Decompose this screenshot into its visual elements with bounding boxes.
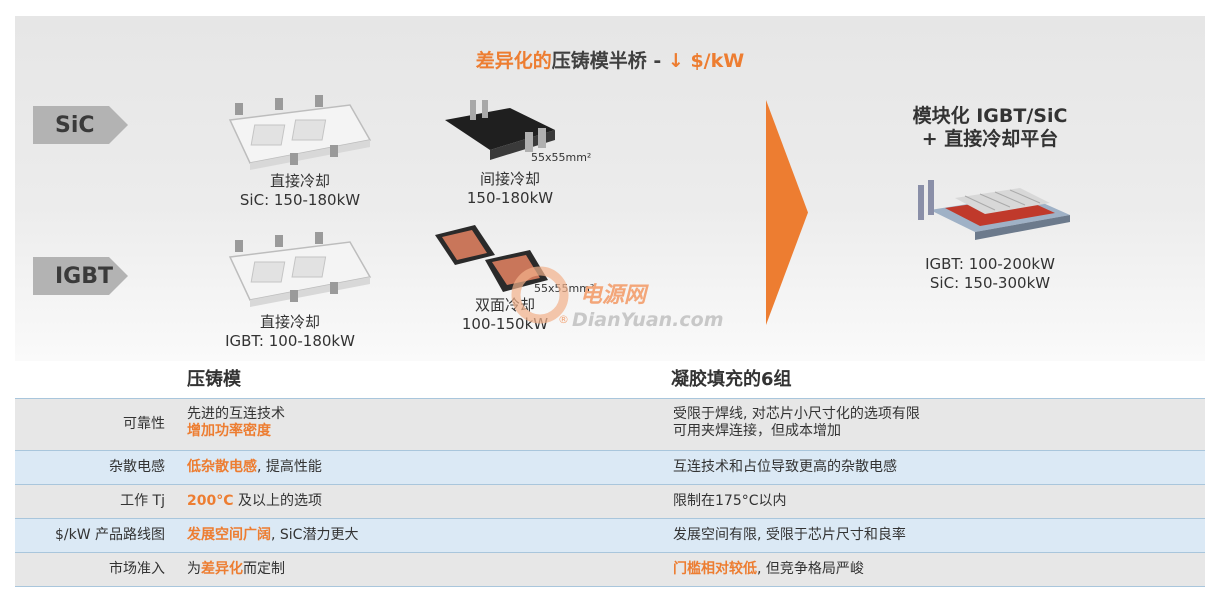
comparison-table: 可靠性 先进的互连技术 增加功率密度 受限于焊线, 对芯片小尺寸化的选项有限 可… xyxy=(15,398,1205,587)
platform-title-line1: 模块化 IGBT/SiC xyxy=(912,105,1068,127)
platform-title: 模块化 IGBT/SiC + 直接冷却平台 xyxy=(895,105,1085,151)
table-row-tj: 工作 Tj 200°C 及以上的选项 限制在175°C以内 xyxy=(15,484,1205,518)
column-head-gel-filled: 凝胶填充的6组 xyxy=(671,369,792,390)
row-cell-die-cast: 低杂散电感, 提高性能 xyxy=(187,459,322,476)
igbt-chevron: IGBT xyxy=(33,257,128,295)
cell-text: , 但竞争格局严峻 xyxy=(757,561,864,577)
modular-platform-image xyxy=(918,180,1070,240)
row-label: 可靠性 xyxy=(123,416,165,432)
top-panel: 差异化的压铸模半桥 - ↓ $/kW xyxy=(15,16,1205,361)
igbt-direct-cooling-module-image xyxy=(228,232,372,307)
platform-caption-line2: SiC: 150-300kW xyxy=(929,274,1051,292)
indirect-size-label: 55x55mm² xyxy=(531,151,592,164)
igbt-direct-caption-line2: IGBT: 100-180kW xyxy=(225,332,355,350)
table-row-stray-inductance: 杂散电感 低杂散电感, 提高性能 互连技术和占位导致更高的杂散电感 xyxy=(15,450,1205,484)
cell-text: 而定制 xyxy=(243,561,285,577)
row-cell-gel: 门槛相对较低, 但竞争格局严峻 xyxy=(673,561,864,578)
platform-caption-line1: IGBT: 100-200kW xyxy=(925,255,1055,273)
cell-highlight: 发展空间广阔 xyxy=(187,527,271,543)
row-cell-die-cast: 发展空间广阔, SiC潜力更大 xyxy=(187,527,358,544)
cell-text: , SiC潜力更大 xyxy=(271,527,359,543)
cell-text: 为 xyxy=(187,561,201,577)
indirect-caption-line1: 间接冷却 xyxy=(479,170,540,188)
cell-highlight: 低杂散电感 xyxy=(187,459,257,475)
row-cell-die-cast: 先进的互连技术 增加功率密度 xyxy=(187,406,285,440)
igbt-direct-caption: 直接冷却 IGBT: 100-180kW xyxy=(215,313,365,351)
row-cell-die-cast: 200°C 及以上的选项 xyxy=(187,493,322,510)
cell-highlight: 门槛相对较低 xyxy=(673,561,757,577)
column-head-die-cast: 压铸模 xyxy=(187,369,241,390)
cell-text: 可用夹焊连接，但成本增加 xyxy=(673,423,841,439)
sic-direct-caption-line2: SiC: 150-180kW xyxy=(239,191,361,209)
platform-title-line2: + 直接冷却平台 xyxy=(921,128,1059,150)
table-row-market-access: 市场准入 为差异化而定制 门槛相对较低, 但竞争格局严峻 xyxy=(15,552,1205,587)
igbt-chevron-label: IGBT xyxy=(55,263,114,289)
row-label: $/kW 产品路线图 xyxy=(54,527,165,543)
sic-direct-caption-line1: 直接冷却 xyxy=(269,172,330,190)
indirect-caption: 间接冷却 150-180kW xyxy=(455,170,565,208)
indirect-caption-line2: 150-180kW xyxy=(466,189,554,207)
watermark-logo-icon xyxy=(511,266,569,324)
row-label: 市场准入 xyxy=(109,561,165,577)
cell-text: , 提高性能 xyxy=(257,459,322,475)
title-highlight: 差异化的 xyxy=(475,50,552,72)
row-label: 工作 Tj xyxy=(120,493,165,509)
sic-direct-caption: 直接冷却 SiC: 150-180kW xyxy=(225,172,375,210)
cell-highlight: 增加功率密度 xyxy=(187,423,271,439)
row-cell-gel: 受限于焊线, 对芯片小尺寸化的选项有限 可用夹焊连接，但成本增加 xyxy=(673,406,920,440)
sic-chevron: SiC xyxy=(33,106,128,144)
cell-highlight: 差异化 xyxy=(201,561,243,577)
title-main: 压铸模半桥 - xyxy=(551,50,668,72)
watermark-reg: ® xyxy=(558,313,569,326)
platform-caption: IGBT: 100-200kW SiC: 150-300kW xyxy=(910,255,1070,293)
cell-text: 先进的互连技术 xyxy=(187,406,285,422)
row-cell-gel: 互连技术和占位导致更高的杂散电感 xyxy=(673,459,897,475)
row-cell-die-cast: 为差异化而定制 xyxy=(187,561,285,578)
sic-chevron-label: SiC xyxy=(55,112,95,138)
sic-direct-cooling-module-image xyxy=(228,95,372,170)
watermark-cn: 电源网 xyxy=(580,283,647,308)
indirect-cooling-module-image xyxy=(445,100,555,160)
page-title: 差异化的压铸模半桥 - ↓ $/kW xyxy=(15,46,1205,73)
cell-text: 受限于焊线, 对芯片小尺寸化的选项有限 xyxy=(673,406,920,422)
watermark-en: DianYuan.com xyxy=(572,309,724,331)
cell-text: 及以上的选项 xyxy=(233,493,322,509)
title-cost: ↓ $/kW xyxy=(667,50,745,72)
table-row-reliability: 可靠性 先进的互连技术 增加功率密度 受限于焊线, 对芯片小尺寸化的选项有限 可… xyxy=(15,398,1205,450)
row-label: 杂散电感 xyxy=(109,459,165,475)
table-row-roadmap: $/kW 产品路线图 发展空间广阔, SiC潜力更大 发展空间有限, 受限于芯片… xyxy=(15,518,1205,552)
row-cell-gel: 发展空间有限, 受限于芯片尺寸和良率 xyxy=(673,527,906,543)
row-cell-gel: 限制在175°C以内 xyxy=(673,493,787,509)
cell-highlight: 200°C xyxy=(187,493,234,509)
igbt-direct-caption-line1: 直接冷却 xyxy=(259,313,320,331)
